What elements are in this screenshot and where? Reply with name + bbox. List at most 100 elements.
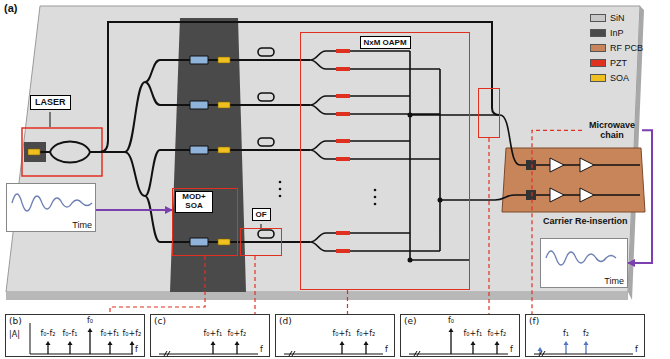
signal-arrow: [628, 130, 652, 263]
annotation-block: Microwave chain: [582, 120, 642, 141]
legend-row: SOA: [590, 70, 643, 85]
frequency-axis: [30, 354, 133, 355]
axis-break: [164, 351, 167, 356]
amplifier-symbol: [580, 188, 594, 202]
junction-dot: [408, 258, 413, 263]
photodiode: [526, 160, 536, 170]
legend-row: RF PCB: [590, 40, 643, 55]
arrowhead: [68, 341, 73, 345]
ellipsis-dot: [279, 181, 282, 184]
amplifier-symbol: [550, 158, 564, 172]
arrowhead: [108, 341, 113, 345]
spectral-line: [69, 344, 70, 354]
spectral-line: [496, 344, 497, 354]
arrowhead: [340, 341, 345, 345]
spectrum-panel: (f)f₁f₂f: [525, 314, 645, 357]
leader-line: [50, 112, 51, 127]
spectrum-label: (c): [154, 316, 166, 326]
amplitude-axis: [30, 323, 31, 354]
ring-filter: [258, 230, 274, 238]
spectral-line: [212, 344, 213, 354]
spectrum-label: f₀: [448, 316, 454, 325]
axis-break: [539, 351, 542, 356]
spectrum-label: f₀+f₂: [357, 329, 376, 338]
ellipsis-dot: [374, 196, 377, 199]
legend-row: SiN: [590, 10, 643, 25]
spectral-line: [450, 331, 451, 354]
spectrum-label: f₀+f₁: [101, 329, 120, 338]
node-text: Time: [604, 276, 624, 286]
pzt-actuator: [336, 49, 350, 253]
label-box: LASER: [30, 95, 71, 110]
ellipsis-dot: [279, 195, 282, 198]
axis-break: [292, 351, 295, 356]
node-text: Carrier Re-insertion: [543, 216, 628, 226]
spectral-line: [365, 344, 366, 354]
spectrum-label: f₀: [87, 316, 93, 325]
legend-swatch: [590, 74, 606, 82]
spectrum-label: f₀+f₂: [228, 329, 247, 338]
modulator: [190, 56, 208, 246]
spectrum-label: |A|: [9, 330, 20, 339]
spectrum-panel: (d)f₀+f₁f₀+f₂f: [275, 314, 395, 357]
frequency-axis: [284, 354, 383, 355]
spectrum-label: (e): [404, 316, 417, 326]
legend-swatch: [590, 59, 606, 67]
legend: SiN InP RF PCB PZT SOA: [590, 10, 643, 85]
spectrum-label: f₀-f₁: [63, 329, 78, 338]
legend-text: InP: [610, 28, 624, 38]
spectrum-label: f: [135, 345, 138, 354]
region-box: OF: [240, 228, 282, 256]
chip-edge: [6, 292, 628, 300]
spectral-line: [47, 344, 48, 354]
ellipsis-dot: [374, 189, 377, 192]
junction-dot: [438, 198, 443, 203]
spectral-line: [109, 344, 110, 354]
arrowhead: [449, 328, 454, 332]
spectrum-label: f₀+f₁: [204, 329, 223, 338]
inset-ground: [540, 238, 628, 288]
spectrum-label: f₁: [563, 329, 569, 338]
ring-filter: [258, 48, 274, 56]
spectrum-label: f₀+f₁: [464, 329, 483, 338]
ellipsis-dot: [279, 188, 282, 191]
spectral-line: [472, 344, 473, 354]
node-text: NxM OAPM: [360, 36, 411, 49]
node-text: MOD+ SOA: [175, 191, 213, 213]
signal-arrow: [96, 209, 172, 211]
arrowhead: [538, 347, 543, 351]
node-text: Time: [72, 220, 92, 230]
frequency-axis: [409, 354, 508, 355]
spectral-line: [341, 344, 342, 354]
spectrum-panel: (c)f₀+f₁f₀+f₂f: [150, 314, 270, 357]
arrowhead: [235, 341, 240, 345]
arrowhead: [584, 341, 589, 345]
oapm-waveguide: [310, 51, 640, 260]
spectrum-label: (b): [9, 316, 22, 326]
legend-text: PZT: [610, 58, 627, 68]
spectral-line: [565, 344, 566, 354]
legend-swatch: [590, 29, 606, 37]
legend-text: SiN: [610, 13, 625, 23]
callout-connector: [347, 290, 348, 314]
arrowhead: [564, 341, 569, 345]
spectral-line: [585, 344, 586, 354]
panel-letter: (a): [4, 2, 17, 14]
spectrum-label: f: [510, 345, 513, 354]
ring-filter: [258, 93, 274, 101]
waveguide: [40, 22, 500, 242]
axis-break: [414, 351, 417, 356]
legend-row: InP: [590, 25, 643, 40]
rf-pcb: [502, 148, 645, 212]
arrowhead: [130, 341, 135, 345]
ellipsis-dot: [374, 203, 377, 206]
spectrum-label: f₀+f₁: [333, 329, 352, 338]
frequency-axis: [534, 354, 633, 355]
callout-connector: [254, 256, 255, 314]
legend-text: RF PCB: [610, 43, 643, 53]
arrowhead: [46, 341, 51, 345]
region-box: Carrier Re-insertion: [478, 88, 500, 138]
spectrum-label: f₀+f₂: [123, 329, 142, 338]
spectrum-label: f₀+f₂: [488, 329, 507, 338]
